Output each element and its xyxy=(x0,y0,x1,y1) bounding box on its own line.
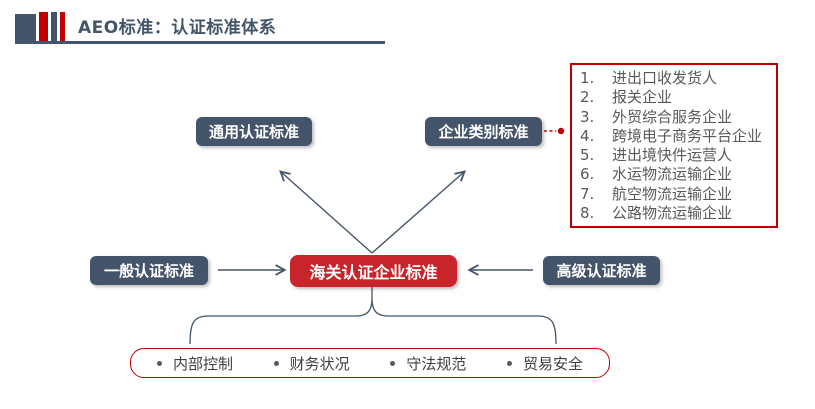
list-item: 2. 报关企业 xyxy=(580,88,776,107)
logo-bars-icon xyxy=(15,12,65,41)
bullet-icon xyxy=(506,360,512,366)
arrow-to-category-cert xyxy=(371,170,466,254)
list-item: 1. 进出口收发货人 xyxy=(580,69,776,88)
list-item: 7. 航空物流运输企业 xyxy=(580,185,776,204)
list-item-label: 航空物流运输企业 xyxy=(612,184,733,203)
list-item-number: 3. xyxy=(580,107,595,126)
criterion-item: 财务状况 xyxy=(273,353,350,374)
node-basic-cert-standard: 一般认证标准 xyxy=(90,256,208,285)
node-general-cert-standard: 通用认证标准 xyxy=(196,117,312,146)
logo-bar xyxy=(39,12,48,41)
logo-bar xyxy=(60,12,65,41)
logo-bar xyxy=(15,14,36,41)
node-advanced-cert-standard: 高级认证标准 xyxy=(543,256,660,285)
criterion-label: 内部控制 xyxy=(173,354,234,373)
brace xyxy=(189,298,557,345)
list-item-label: 报关企业 xyxy=(612,88,673,107)
bullet-icon xyxy=(390,360,396,366)
list-item-label: 进出口收发货人 xyxy=(612,69,718,87)
list-item-number: 8. xyxy=(580,204,595,223)
bullet-icon xyxy=(157,360,162,366)
criterion-item: 守法规范 xyxy=(390,353,466,374)
list-item: 8. 公路物流运输企业 xyxy=(580,204,776,223)
criterion-label: 贸易安全 xyxy=(522,354,583,373)
list-item-number: 2. xyxy=(580,88,595,107)
list-item: 5. 进出境快件运营人 xyxy=(580,146,776,165)
criterion-label: 守法规范 xyxy=(406,354,467,373)
list-item-number: 4. xyxy=(580,126,595,145)
list-item-number: 5. xyxy=(580,146,595,165)
criterion-item: 内部控制 xyxy=(157,353,233,374)
arrow-to-general-cert xyxy=(279,170,373,254)
list-item: 6. 水运物流运输企业 xyxy=(580,165,776,184)
list-item-label: 水运物流运输企业 xyxy=(612,165,733,184)
list-item-number: 6. xyxy=(580,165,595,184)
list-item-label: 进出境快件运营人 xyxy=(612,146,733,165)
title-underline xyxy=(15,41,385,44)
connector-dot-icon xyxy=(557,127,565,135)
list-item-number: 1. xyxy=(580,69,595,87)
enterprise-category-list: 1. 进出口收发货人 2. 报关企业 3. 外贸综合服务企业 4. 跨境电子商务… xyxy=(570,63,778,228)
criterion-item: 贸易安全 xyxy=(506,353,583,374)
node-customs-certified-enterprise-standard: 海关认证企业标准 xyxy=(290,255,457,287)
criterion-label: 财务状况 xyxy=(289,354,350,373)
list-item: 3. 外贸综合服务企业 xyxy=(580,108,776,127)
page-title: AEO标准：认证标准体系 xyxy=(78,18,277,38)
list-item-label: 公路物流运输企业 xyxy=(612,204,733,223)
bullet-icon xyxy=(273,360,279,366)
criteria-box: 内部控制 财务状况 守法规范 贸易安全 xyxy=(130,348,610,378)
list-item: 4. 跨境电子商务平台企业 xyxy=(580,127,776,146)
list-item-label: 外贸综合服务企业 xyxy=(612,107,733,126)
list-item-number: 7. xyxy=(580,184,595,203)
list-item-label: 跨境电子商务平台企业 xyxy=(612,126,763,145)
logo-bar xyxy=(51,12,57,41)
node-category-cert-standard: 企业类别标准 xyxy=(425,117,542,146)
